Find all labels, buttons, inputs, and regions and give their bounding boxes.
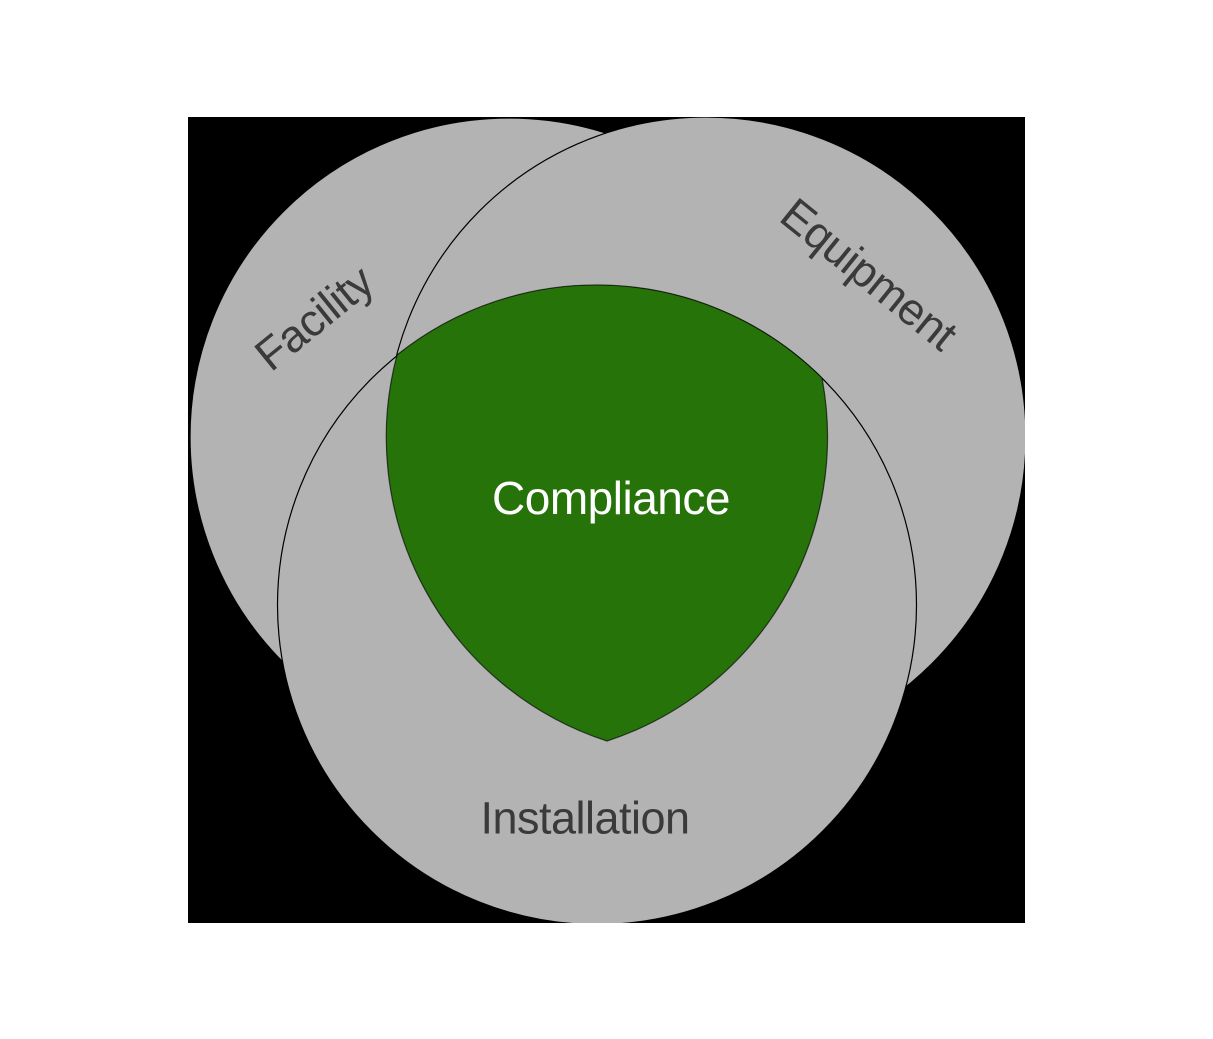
installation-label: Installation [480, 793, 689, 844]
compliance-label: Compliance [492, 472, 730, 524]
venn-diagram: Facility Equipment Installation Complian… [188, 117, 1025, 923]
compliance-intersection-region [385, 284, 829, 742]
